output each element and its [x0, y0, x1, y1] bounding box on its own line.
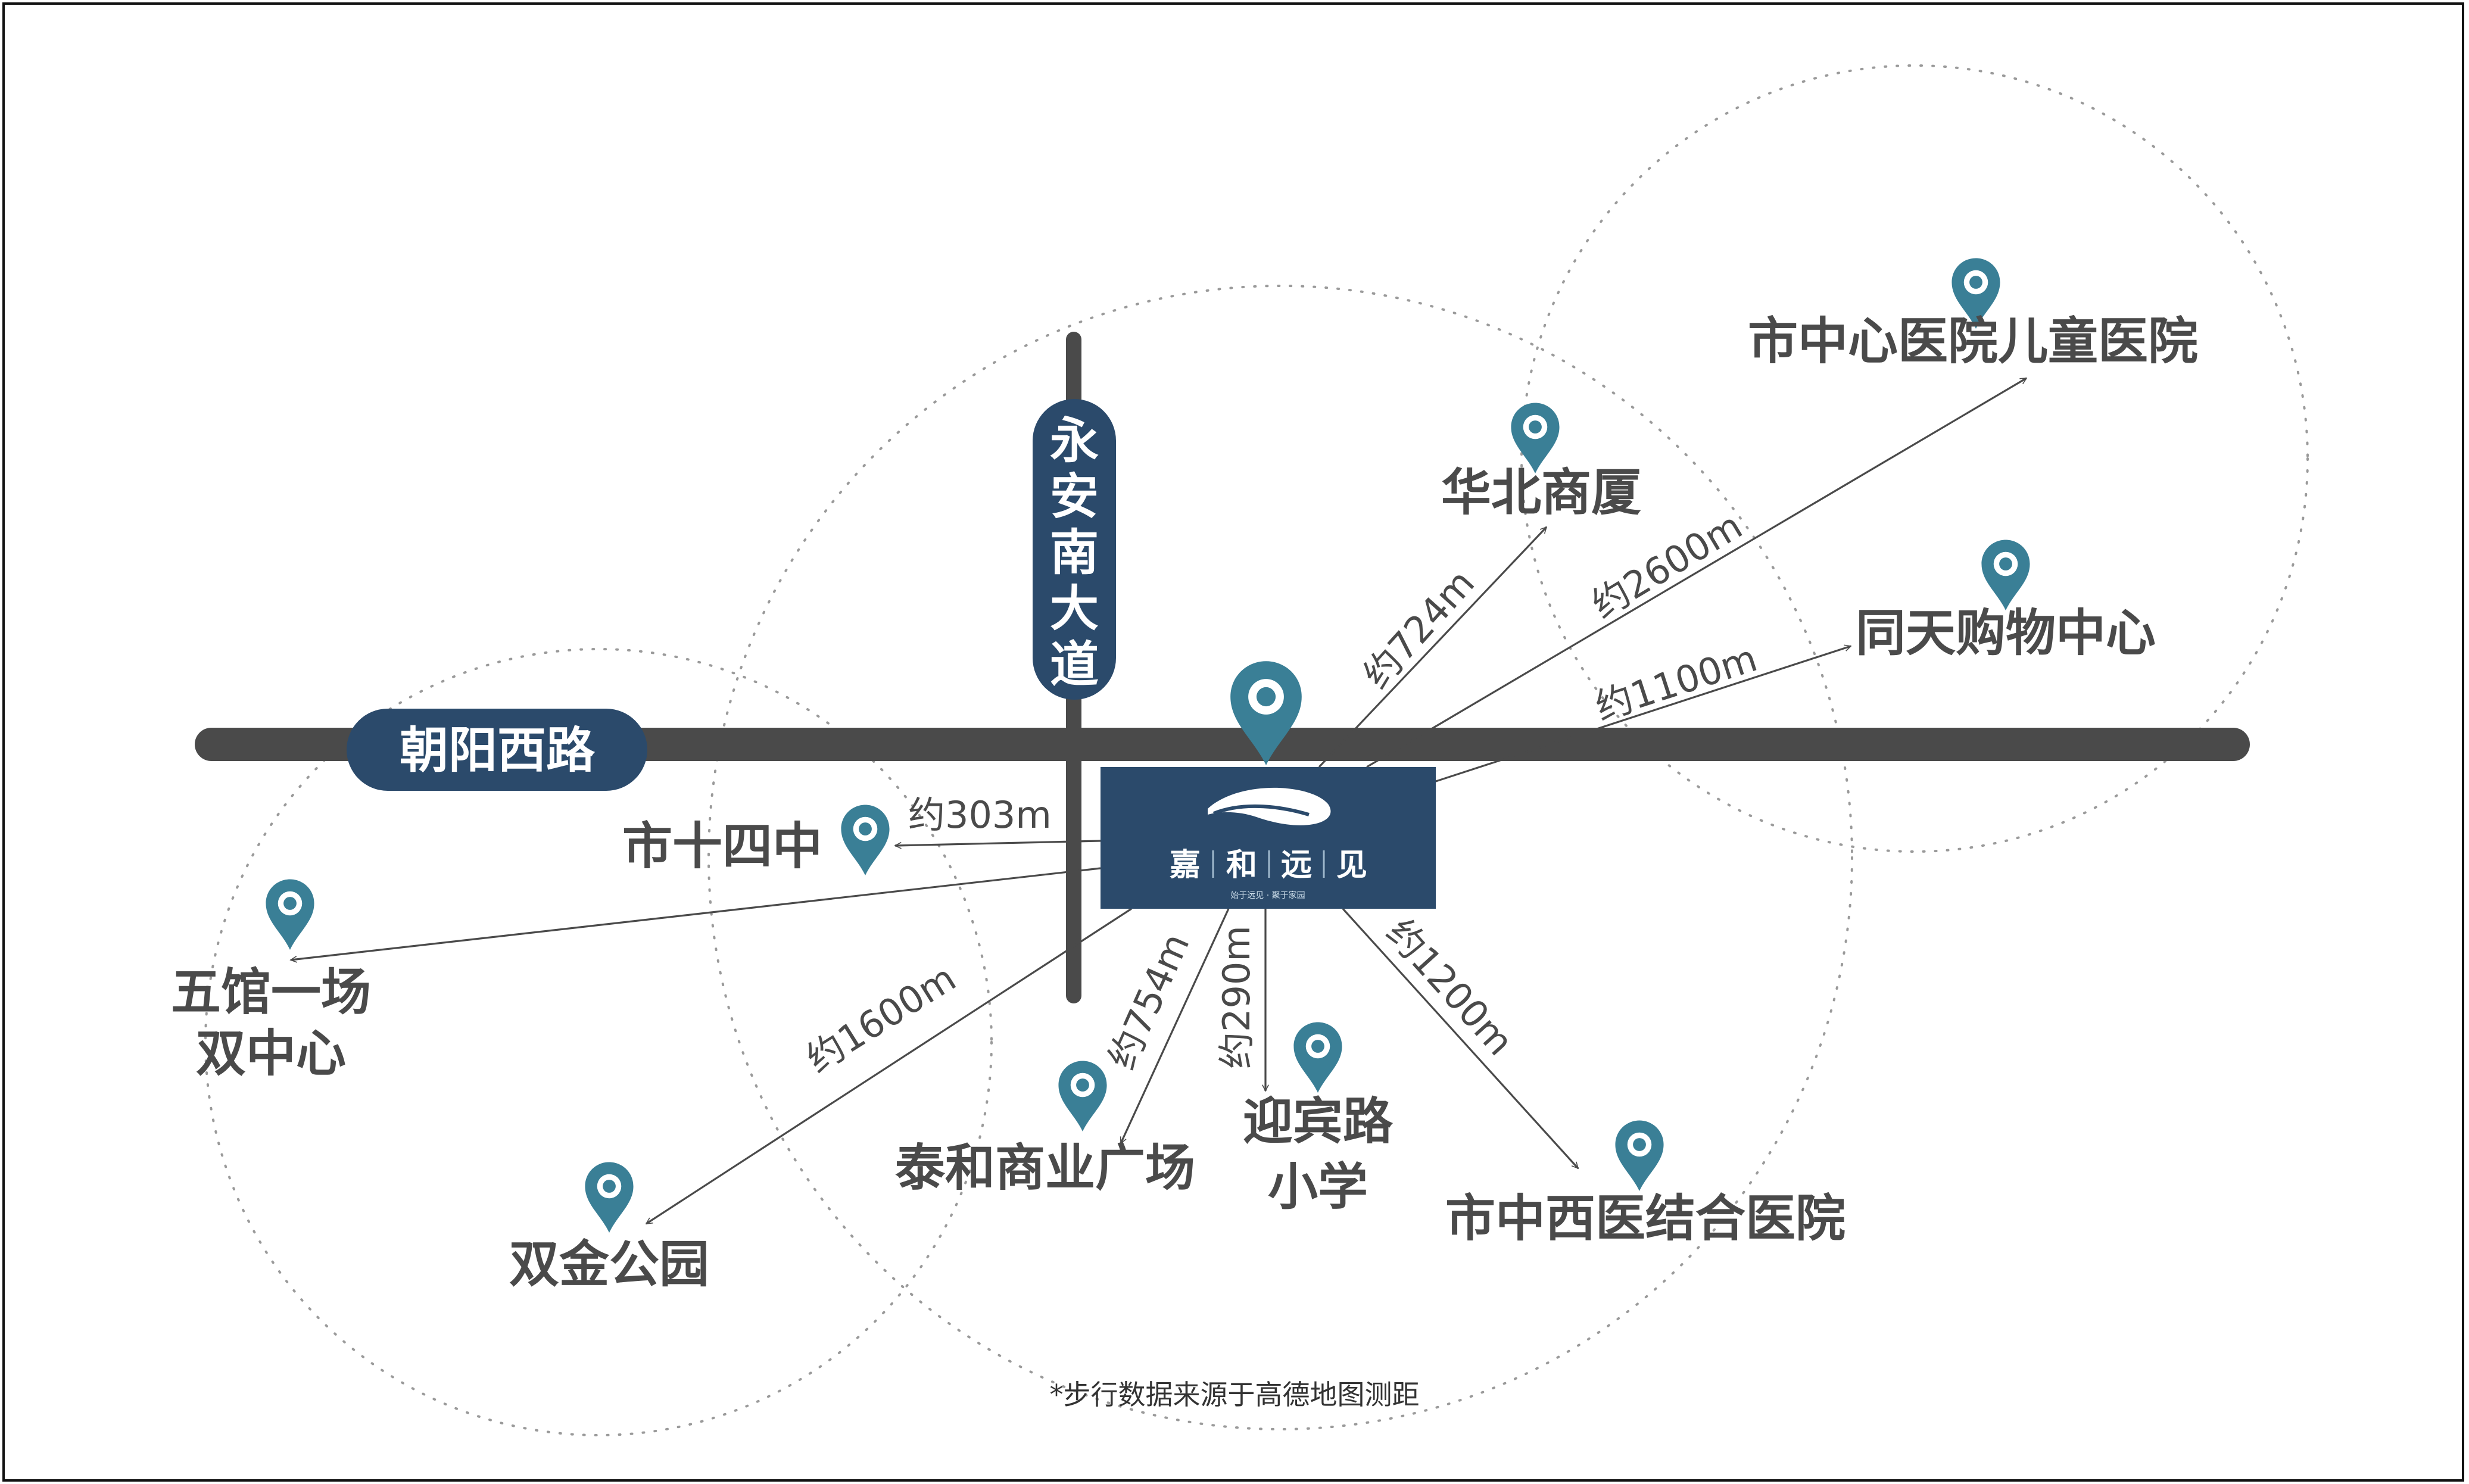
distance-label-tongtian-mall: 约1100m — [1590, 636, 1762, 729]
location-pin-icon — [841, 805, 890, 875]
location-pin-icon — [1058, 1061, 1107, 1131]
location-pin-icon — [1293, 1022, 1342, 1093]
road-name-vertical-char: 安 — [1050, 469, 1099, 525]
poi-label-shuang-jin-park: 双金公园 — [509, 1235, 709, 1293]
distance-label-shi-shi-si-zhong: 约303m — [908, 793, 1052, 837]
poi-label-yingbin-school: 迎宾路 — [1243, 1092, 1394, 1151]
distance-label-taihe-plaza: 约754m — [1100, 927, 1198, 1075]
poi-label-children-hospital: 市中心医院儿童医院 — [1748, 312, 2198, 370]
project-tagline: 始于远见 · 聚于家园 — [1230, 890, 1305, 900]
poi-label-tongtian-mall: 同天购物中心 — [1856, 604, 2156, 662]
distance-label-yingbin-school: 约290m — [1215, 925, 1258, 1069]
location-pin-icon — [1615, 1120, 1664, 1191]
leaf-wave-logo-icon — [1208, 787, 1331, 825]
radius-circle-east — [1520, 64, 2309, 853]
project-name-char: 远 — [1281, 847, 1312, 883]
poi-label-huabei-mall: 华北商厦 — [1441, 463, 1641, 522]
project-name-char: 和 — [1226, 847, 1257, 883]
poi-label-integrated-hospital: 市中西医结合医院 — [1445, 1189, 1845, 1248]
distance-label-huabei-mall: 约724m — [1355, 561, 1483, 697]
distance-label-wu-guan-yi-chang: 约1600m — [799, 956, 963, 1081]
radius-circles — [204, 64, 2309, 1436]
road-badge-horizontal: 朝阳西路 — [347, 709, 647, 791]
route-huabei-mall — [1318, 527, 1547, 768]
radius-circle-center — [707, 285, 1853, 1430]
project-card: 嘉和远见 始于远见 · 聚于家园 — [1101, 767, 1436, 909]
location-pin-icon — [1951, 258, 2000, 329]
road-name-vertical-char: 大 — [1050, 581, 1099, 637]
location-pin-icon — [1511, 403, 1560, 473]
route-integrated-hospital — [1342, 908, 1579, 1168]
poi-label-yingbin-school: 小学 — [1268, 1158, 1368, 1216]
route-wu-guan-yi-chang — [291, 867, 1101, 960]
location-pins — [266, 258, 2030, 1233]
poi-label-wu-guan-yi-chang: 双中心 — [196, 1024, 346, 1083]
location-pin-icon — [585, 1162, 634, 1233]
road-name-horizontal: 朝阳西路 — [400, 722, 596, 779]
project-location-pin-icon — [1230, 661, 1302, 765]
location-pin-icon — [1981, 540, 2030, 610]
project-name: 嘉和远见 — [1170, 847, 1367, 883]
footnote: *步行数据来源于高德地图测距 — [1050, 1379, 1420, 1411]
road-name-vertical-char: 道 — [1050, 637, 1099, 693]
poi-label-wu-guan-yi-chang: 五馆一场 — [171, 963, 371, 1021]
location-pin-icon — [266, 879, 314, 950]
route-taihe-plaza — [1120, 908, 1230, 1143]
distance-label-children-hospital: 约2600m — [1584, 504, 1750, 627]
project-name-char: 见 — [1336, 847, 1367, 883]
route-shi-shi-si-zhong — [895, 840, 1101, 846]
radius-circle-west — [204, 648, 993, 1436]
poi-label-shi-shi-si-zhong: 市十四中 — [622, 817, 822, 875]
project-name-char: 嘉 — [1170, 847, 1201, 883]
route-shuang-jin-park — [646, 908, 1132, 1225]
road-name-vertical-char: 永 — [1050, 413, 1099, 469]
distance-label-integrated-hospital: 约1200m — [1378, 911, 1522, 1064]
route-children-hospital — [1366, 377, 2027, 768]
poi-label-taihe-plaza: 泰和商业广场 — [895, 1139, 1195, 1197]
distance-routes — [291, 377, 2027, 1225]
road-name-vertical-char: 南 — [1050, 525, 1099, 581]
route-tongtian-mall — [1433, 646, 1851, 783]
